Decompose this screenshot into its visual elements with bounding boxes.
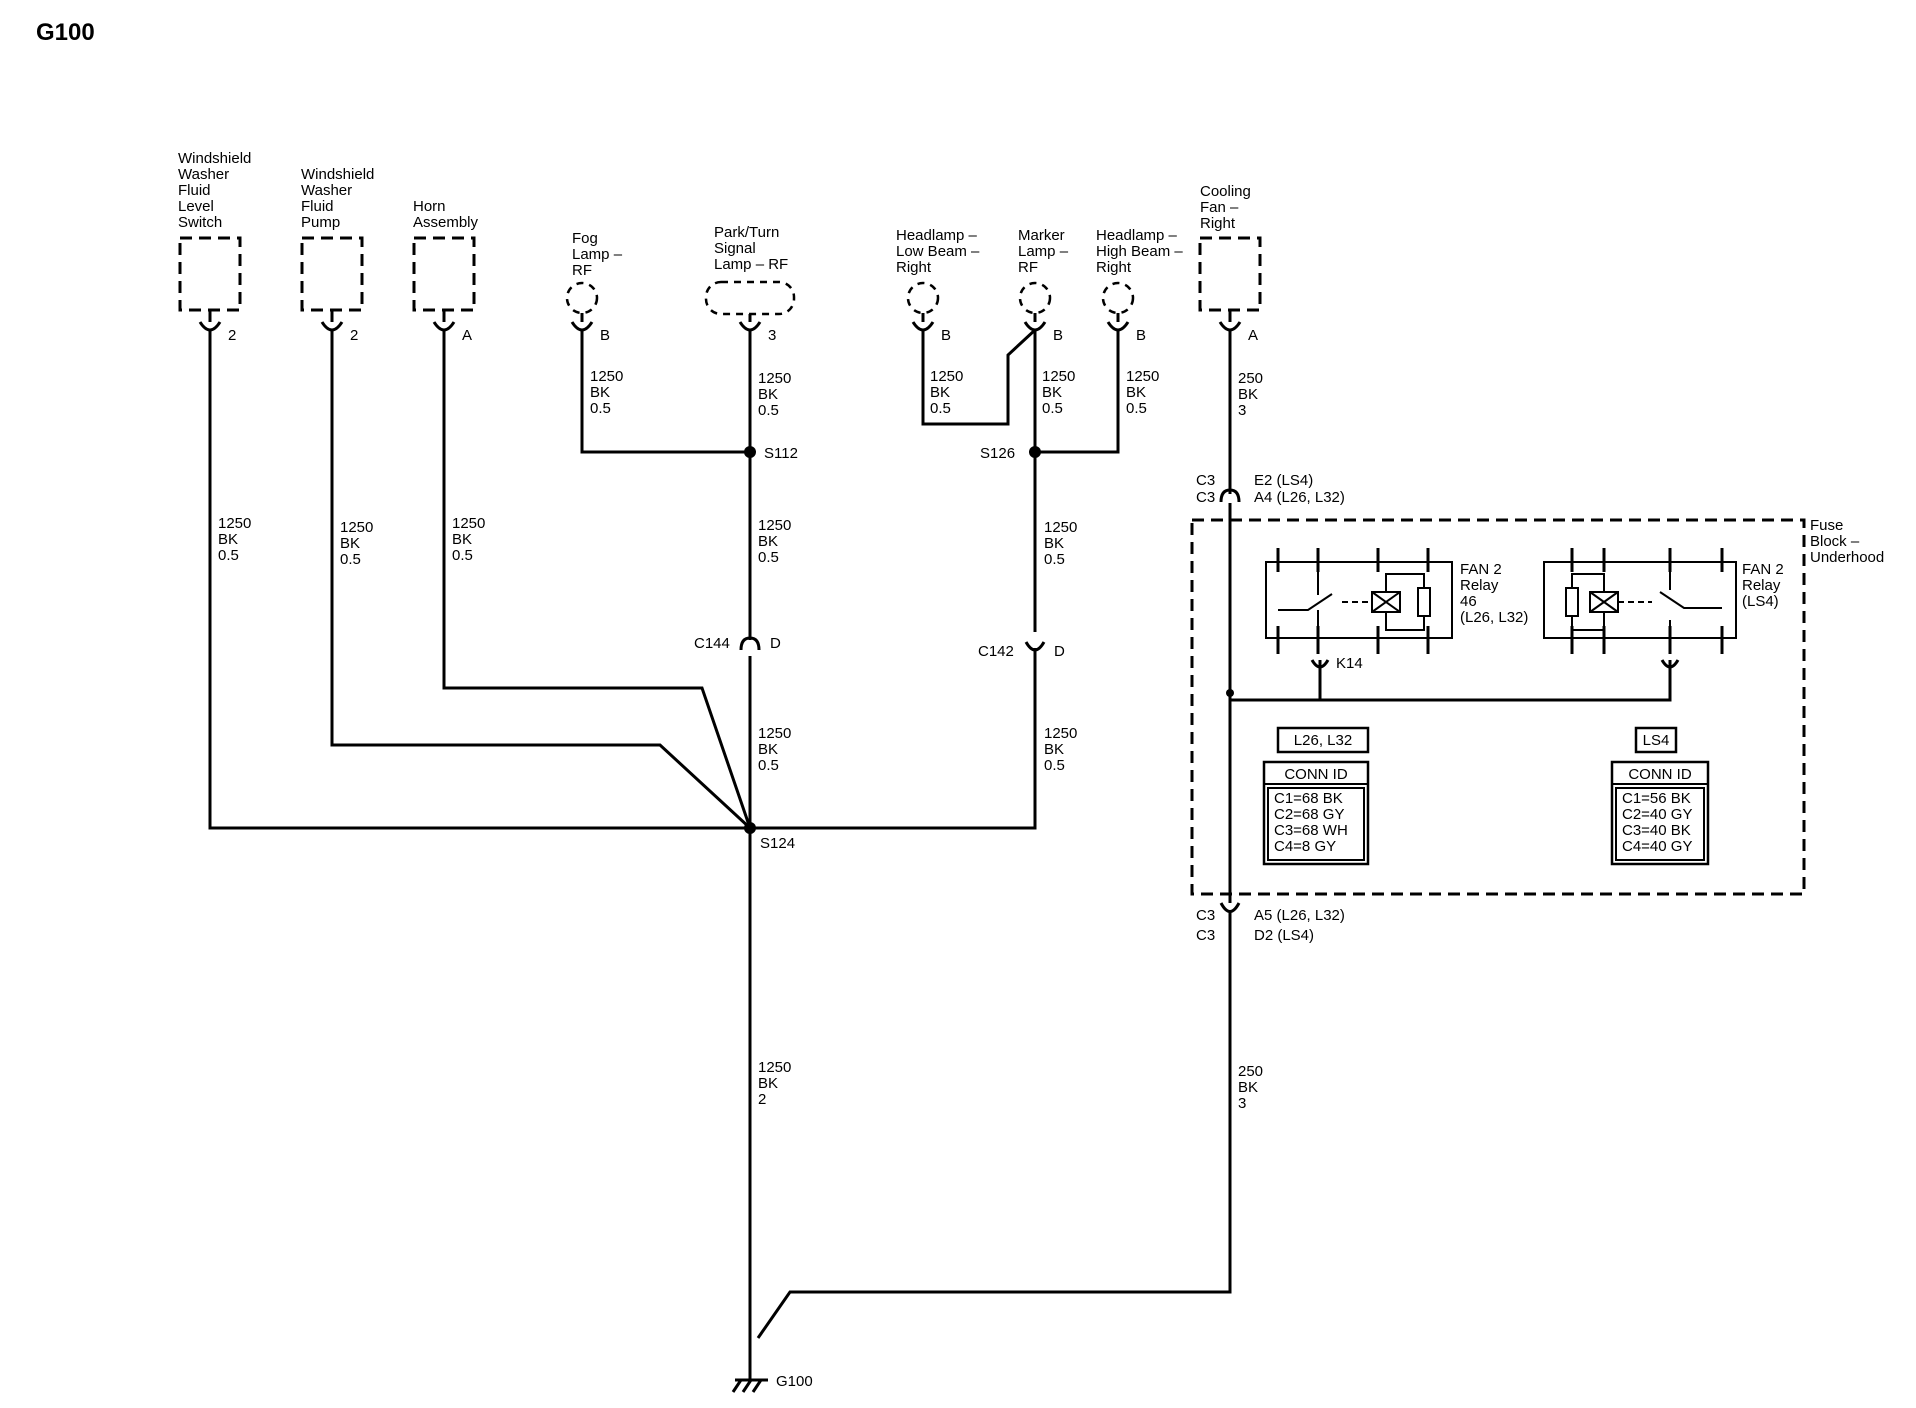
wire-spec-fan-bottom: 250 BK 3 (1238, 1063, 1267, 1112)
headlamp-high-bulb-icon (1101, 281, 1135, 315)
splice-s126-label: S126 (980, 445, 1015, 462)
pin-fog-lamp: B (600, 327, 610, 344)
wire-spec-headlamp-high: 1250 BK 0.5 (1126, 368, 1164, 417)
fan2-relay-ls4-icon (1543, 548, 1737, 654)
cooling-fan-box (1198, 236, 1262, 312)
fog-lamp-label: Fog Lamp – RF (572, 230, 626, 279)
conn-id-l26-c1: C1=68 BK (1274, 790, 1343, 807)
ls4-relay-terminal (1660, 659, 1680, 669)
conn-id-l26-c4: C4=8 GY (1274, 838, 1336, 855)
fog-lamp-bulb-icon (565, 281, 599, 315)
connector-c142-label: C142 (978, 643, 1014, 660)
connector-c3-top-icon (1219, 488, 1241, 503)
conn-id-l26-c2: C2=68 GY (1274, 806, 1344, 823)
option-tag-l26 (1276, 726, 1370, 754)
conn-id-table-l26: CONN ID C1=68 BK C2=68 GY C3=68 WH C4=8 … (1262, 760, 1370, 866)
connector-c144-label: C144 (694, 635, 730, 652)
connector-c3-bottom-cavity-2: D2 (LS4) (1254, 927, 1314, 944)
connector-c144-pin: D (770, 635, 781, 652)
ground-wires (208, 328, 1232, 1380)
pin-horn: A (462, 327, 472, 344)
splice-s124 (744, 822, 756, 834)
splice-s126 (1029, 446, 1041, 458)
pin-ws-level-switch: 2 (228, 327, 236, 344)
headlamp-low-bulb-icon (906, 281, 940, 315)
park-turn-label: Park/Turn Signal Lamp – RF (714, 224, 788, 273)
park-turn-lamp-icon (704, 280, 796, 316)
fuse-block-label: Fuse Block – Underhood (1810, 517, 1884, 566)
pin-headlamp-high: B (1136, 327, 1146, 344)
splice-s112 (744, 446, 756, 458)
connector-c3-bottom-1: C3 (1196, 907, 1215, 924)
fan2-relay-ls4-label: FAN 2 Relay (LS4) (1742, 561, 1788, 610)
horn-box (412, 236, 476, 312)
option-tag-l26-text: L26, L32 (1294, 732, 1352, 749)
conn-id-table-ls4: CONN ID C1=56 BK C2=40 GY C3=40 BK C4=40… (1610, 760, 1710, 866)
headlamp-high-label: Headlamp – High Beam – Right (1096, 227, 1187, 276)
conn-id-ls4-c3: C3=40 BK (1622, 822, 1691, 839)
marker-lamp-label: Marker Lamp – RF (1018, 227, 1072, 276)
ws-level-switch-box (178, 236, 242, 312)
wire-spec-s126-c142: 1250 BK 0.5 (1044, 519, 1082, 568)
wire-spec-ws-level-switch: 1250 BK 0.5 (218, 515, 256, 564)
conn-id-l26-c3: C3=68 WH (1274, 822, 1348, 839)
wire-spec-headlamp-low: 1250 BK 0.5 (930, 368, 968, 417)
connector-c144-icon (739, 636, 761, 651)
connector-c3-top-cavity-2: A4 (L26, L32) (1254, 489, 1345, 506)
conn-id-ls4-c1: C1=56 BK (1622, 790, 1691, 807)
k14-terminal (1310, 659, 1330, 700)
pin-headlamp-low: B (941, 327, 951, 344)
marker-lamp-bulb-icon (1018, 281, 1052, 315)
splice-s112-label: S112 (764, 445, 798, 462)
pin-ws-pump: 2 (350, 327, 358, 344)
connector-c142-pin: D (1054, 643, 1065, 660)
wire-spec-marker: 1250 BK 0.5 (1042, 368, 1080, 417)
pin-park-turn: 3 (768, 327, 776, 344)
horn-label: Horn Assembly (413, 198, 479, 231)
option-tag-ls4 (1634, 726, 1678, 754)
ws-pump-label: Windshield Washer Fluid Pump (301, 166, 379, 231)
pin-cooling-fan: A (1248, 327, 1258, 344)
relay-ground-bus (1230, 660, 1672, 702)
conn-id-header-ls4: CONN ID (1628, 766, 1692, 783)
connector-c3-bottom-cavity-1: A5 (L26, L32) (1254, 907, 1345, 924)
fan2-relay-l26-label: FAN 2 Relay 46 (L26, L32) (1460, 561, 1528, 626)
option-tag-ls4-text: LS4 (1643, 732, 1670, 749)
cooling-fan-label: Cooling Fan – Right (1200, 183, 1255, 232)
wire-spec-c144-s124: 1250 BK 0.5 (758, 725, 796, 774)
wire-spec-fan-top: 250 BK 3 (1238, 370, 1267, 419)
conn-id-header-l26: CONN ID (1284, 766, 1348, 783)
ground-symbol-icon (731, 1378, 768, 1393)
wire-spec-horn: 1250 BK 0.5 (452, 515, 490, 564)
conn-id-ls4-c4: C4=40 GY (1622, 838, 1692, 855)
wire-spec-ws-pump: 1250 BK 0.5 (340, 519, 378, 568)
pin-marker-lamp: B (1053, 327, 1063, 344)
ws-level-switch-label: Windshield Washer Fluid Level Switch (178, 150, 256, 231)
wire-spec-c142-s124: 1250 BK 0.5 (1044, 725, 1082, 774)
page-title: G100 (36, 19, 95, 46)
fan2-relay-l26-icon (1265, 548, 1453, 654)
fuse-block-outline (1190, 518, 1806, 896)
wire-spec-park-turn: 1250 BK 0.5 (758, 370, 796, 419)
connector-c3-top-2: C3 (1196, 489, 1215, 506)
wire-spec-fog: 1250 BK 0.5 (590, 368, 628, 417)
connector-c3-top-cavity-1: E2 (LS4) (1254, 472, 1313, 489)
wire-spec-main-ground: 1250 BK 2 (758, 1059, 796, 1108)
splice-s124-label: S124 (760, 835, 795, 852)
wire-spec-s112-c144: 1250 BK 0.5 (758, 517, 796, 566)
conn-id-ls4-c2: C2=40 GY (1622, 806, 1692, 823)
headlamp-low-label: Headlamp – Low Beam – Right (896, 227, 984, 276)
connector-c3-top-1: C3 (1196, 472, 1215, 489)
ground-label: G100 (776, 1373, 813, 1390)
connector-c3-bottom-2: C3 (1196, 927, 1215, 944)
connector-c3-bottom-icon (1219, 902, 1241, 913)
ws-pump-box (300, 236, 364, 312)
connector-c142-icon (1024, 641, 1046, 652)
k14-label: K14 (1336, 655, 1363, 672)
k14-junction (1226, 689, 1234, 697)
